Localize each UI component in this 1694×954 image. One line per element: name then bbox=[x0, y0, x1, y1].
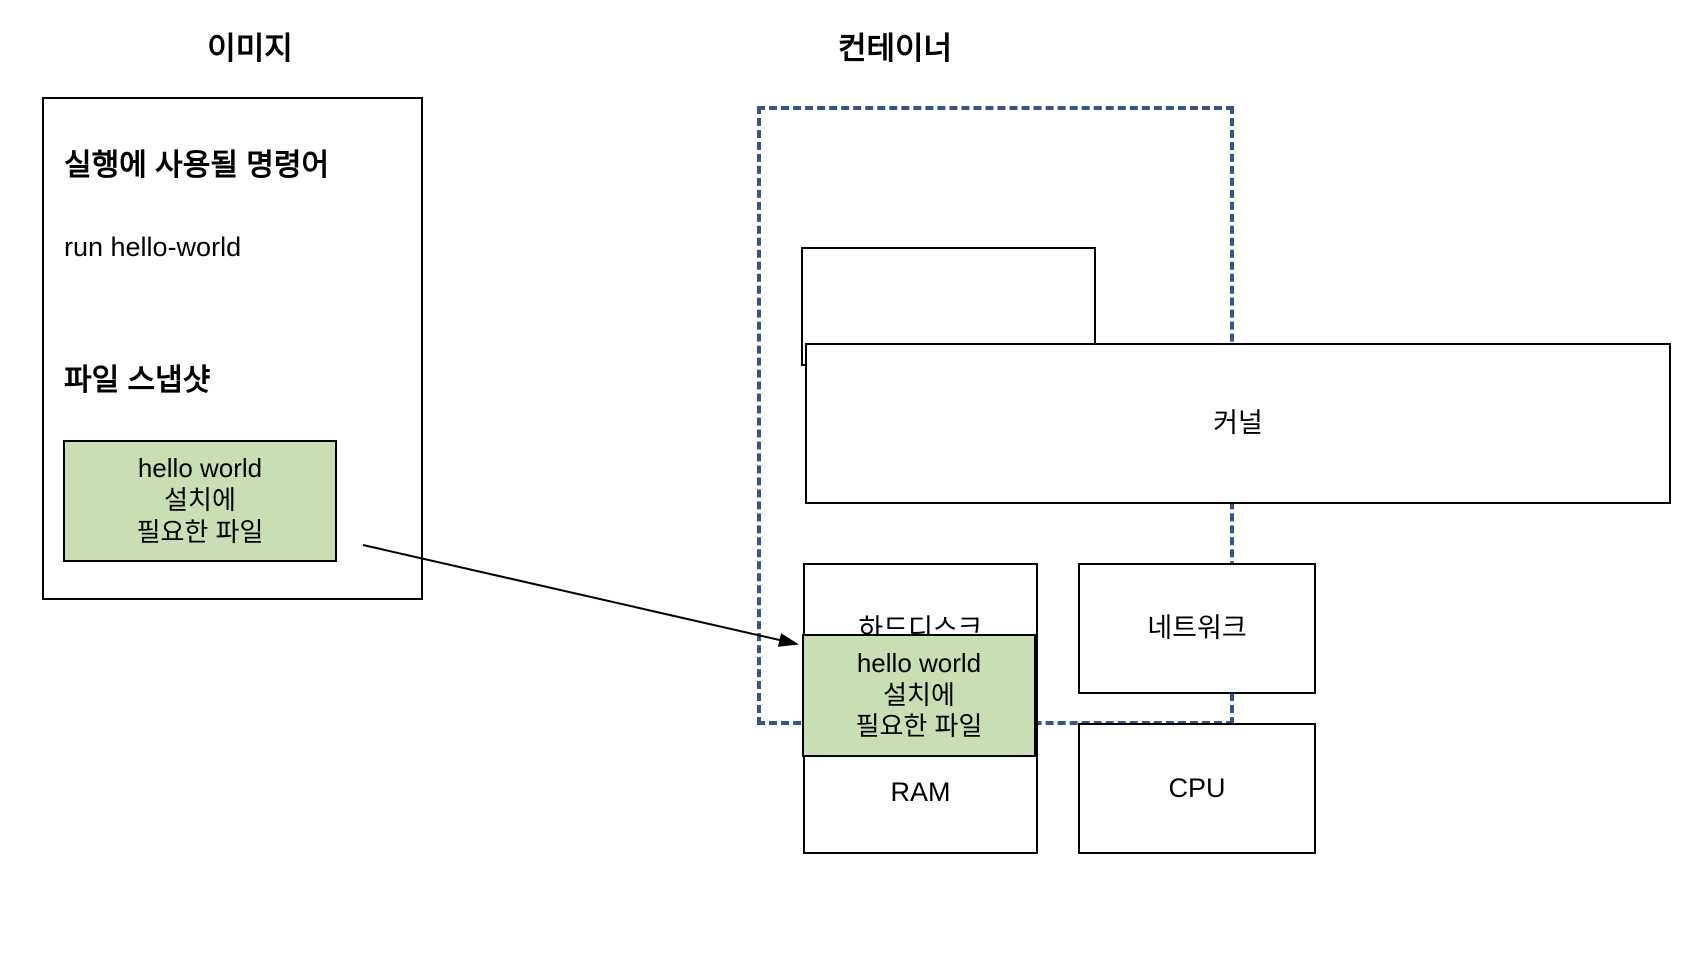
container-overlay-file-box-label: hello world 설치에 필요한 파일 bbox=[855, 647, 983, 742]
image-command-value: run hello-world bbox=[64, 232, 242, 262]
image-section-title: 이미지 bbox=[207, 31, 293, 66]
image-command-heading: 실행에 사용될 명령어 bbox=[64, 149, 330, 182]
connector-arrow-line bbox=[362, 544, 799, 647]
image-snapshot-heading: 파일 스냅샷 bbox=[64, 364, 211, 397]
container-ram-box-label: RAM bbox=[890, 777, 951, 807]
container-network-box-label: 네트워크 bbox=[1147, 613, 1247, 644]
image-snapshot-file-box-label: hello world 설치에 필요한 파일 bbox=[136, 453, 264, 547]
image-snapshot-file-box: hello world 설치에 필요한 파일 bbox=[63, 440, 337, 562]
container-kernel-box-label: 커널 bbox=[1213, 408, 1263, 439]
container-section-title: 컨테이너 bbox=[837, 31, 953, 66]
container-overlay-file-box: hello world 설치에 필요한 파일 bbox=[802, 634, 1036, 757]
container-network-box: 네트워크 bbox=[1078, 563, 1316, 694]
container-kernel-box: 커널 bbox=[805, 343, 1671, 504]
container-cpu-box-label: CPU bbox=[1168, 773, 1226, 804]
container-cpu-box: CPU bbox=[1078, 723, 1316, 854]
